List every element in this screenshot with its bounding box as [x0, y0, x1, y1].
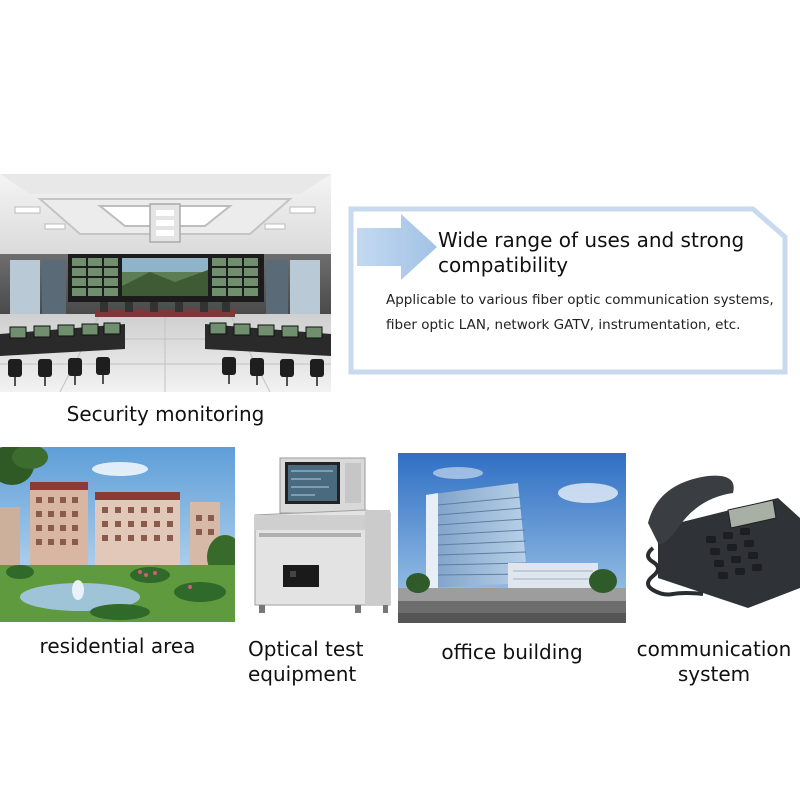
communication-system-photo: [628, 468, 800, 618]
caption-optical-line1: Optical test: [248, 637, 364, 661]
security-monitoring-photo: [0, 174, 331, 392]
info-box: [345, 203, 790, 378]
info-body: Applicable to various fiber optic commun…: [386, 292, 774, 333]
info-title: Wide range of uses and strong compatibil…: [438, 228, 745, 277]
control-room-illustration: [0, 174, 331, 392]
office-illustration: [398, 453, 626, 623]
caption-optical-test-equipment: Optical test equipment: [248, 637, 398, 687]
residential-area-photo: [0, 447, 235, 622]
optical-test-equipment-photo: [245, 455, 393, 617]
caption-communication-system: communication system: [628, 637, 800, 687]
caption-security-monitoring: Security monitoring: [66, 402, 265, 426]
info-box-frame: [348, 206, 788, 375]
telephone-illustration: [628, 468, 800, 618]
caption-communication-line1: communication: [636, 637, 792, 661]
office-building-photo: [398, 453, 626, 623]
caption-communication-line2: system: [677, 662, 751, 686]
caption-residential-area: residential area: [39, 634, 196, 658]
caption-optical-line2: equipment: [248, 662, 357, 686]
caption-office-building: office building: [441, 640, 583, 664]
residential-illustration: [0, 447, 235, 622]
optical-equipment-illustration: [245, 455, 393, 617]
arrow-right-icon: [357, 214, 437, 284]
